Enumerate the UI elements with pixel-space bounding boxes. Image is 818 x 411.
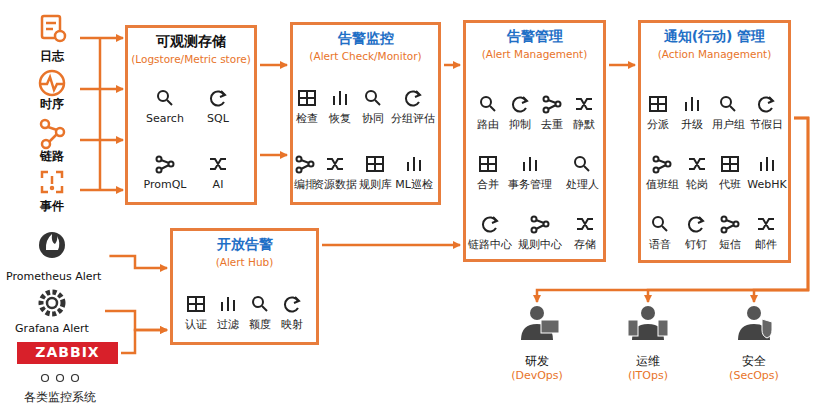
process-box: 告警管理 (Alert Management) <box>463 20 606 262</box>
flow-arrow <box>260 154 287 157</box>
node-subtitle: (DevOps) <box>511 369 563 383</box>
node-title: 链路 <box>40 149 64 164</box>
feature-label: 规则库 <box>359 178 392 191</box>
feature-label: 节假日 <box>750 118 783 131</box>
source-icon: 时序 <box>27 66 77 112</box>
feature-label: 轮岗 <box>686 178 708 191</box>
process-box: 通知(行动) 管理 (Action Management) <box>638 20 791 263</box>
node-title: 时序 <box>40 97 64 112</box>
node-subtitle: (Alert Check/Monitor) <box>309 50 421 63</box>
feature-label: 规则中心 <box>518 238 562 251</box>
role-icon: 研发(DevOps) <box>505 305 569 383</box>
source-icon: 日志 <box>27 12 77 64</box>
feature-label: 短信 <box>719 238 741 251</box>
flow-arrow <box>121 330 167 353</box>
feature-label: 语音 <box>649 238 671 251</box>
flow-arrow <box>80 88 123 91</box>
feature-label: 检查 <box>296 112 318 125</box>
source-icon: 链路 <box>27 116 77 164</box>
flow-arrow <box>609 64 635 67</box>
monitor-source: Grafana Alert <box>2 286 102 336</box>
feature-label: 额度 <box>249 318 271 331</box>
feature-label: 存储 <box>574 238 596 251</box>
feature-label: 协同 <box>362 112 384 125</box>
feature-label: 去重 <box>541 118 563 131</box>
flow-arrow <box>648 118 808 302</box>
feature-label: AI <box>213 178 224 191</box>
flow-arrow <box>80 37 123 40</box>
feature-label: 恢复 <box>329 112 351 125</box>
feature-label: 值班组 <box>646 178 679 191</box>
feature-label: 静默 <box>573 118 595 131</box>
node-title: ZABBIX <box>35 344 99 362</box>
feature-label: 抑制 <box>509 118 531 131</box>
feature-label: WebHK <box>747 178 786 191</box>
feature-label: 处理人 <box>566 178 599 191</box>
flow-arrow <box>80 139 123 142</box>
role-icon: 安全(SecOps) <box>720 305 788 383</box>
feature-label: Search <box>146 112 184 125</box>
feature-label: 映射 <box>281 318 303 331</box>
node-subtitle: (Action Management) <box>658 48 772 61</box>
feature-label: 用户组 <box>712 118 745 131</box>
flow-arrow <box>109 256 167 268</box>
flow-arrow <box>105 311 167 330</box>
flow-arrow <box>754 118 808 302</box>
node-title: 事件 <box>40 199 64 214</box>
node-title: 安全 <box>742 354 766 369</box>
node-title: 告警监控 <box>338 30 394 48</box>
role-icon: 运维(ITOps) <box>616 305 680 383</box>
feature-label: 合并 <box>477 178 499 191</box>
feature-label: 资源数据 <box>313 178 357 191</box>
feature-label: 路由 <box>477 118 499 131</box>
node-title: Grafana Alert <box>15 322 89 336</box>
node-title: 通知(行动) 管理 <box>664 28 766 46</box>
flow-arrow <box>80 189 123 192</box>
flow-arrow <box>260 64 287 67</box>
node-subtitle: (SecOps) <box>729 369 779 383</box>
feature-label: 分派 <box>647 118 669 131</box>
feature-label: 链路中心 <box>468 238 512 251</box>
source-icons <box>40 16 65 192</box>
node-subtitle: (ITOps) <box>628 369 668 383</box>
feature-label: 分组评估 <box>391 112 435 125</box>
node-subtitle: (Alert Management) <box>482 48 588 61</box>
feature-label: 事务管理 <box>508 178 552 191</box>
node-title: 可观测存储 <box>156 33 226 51</box>
group-label: 各类监控系统 <box>24 390 96 404</box>
people-icons <box>521 306 772 340</box>
node-subtitle: (Alert Hub) <box>216 256 274 269</box>
feature-label: 邮件 <box>755 238 777 251</box>
feature-label: 升级 <box>681 118 703 131</box>
feature-label: 认证 <box>185 318 207 331</box>
node-subtitle: (Logstore/Metric store) <box>131 53 251 66</box>
feature-label: 编排 <box>294 178 316 191</box>
node-title: 日志 <box>40 49 64 64</box>
merge-bar <box>99 38 102 190</box>
monitor-source: ZABBIX <box>17 342 118 364</box>
feature-label: PromQL <box>144 178 187 191</box>
feature-label: SQL <box>207 112 229 125</box>
feature-label: 代班 <box>719 178 741 191</box>
feature-label: 过滤 <box>217 318 239 331</box>
connector-layer <box>80 38 808 353</box>
node-title: 研发 <box>525 354 549 369</box>
node-title: Prometheus Alert <box>6 270 101 284</box>
flow-arrow <box>322 244 460 247</box>
node-title: 开放告警 <box>217 236 273 254</box>
flow-arrow <box>537 118 808 302</box>
source-icon: 事件 <box>27 166 77 214</box>
feature-label: 钉钉 <box>685 238 707 251</box>
node-title: 告警管理 <box>507 28 563 46</box>
node-title: 运维 <box>636 354 660 369</box>
feature-label: ML巡检 <box>395 178 433 191</box>
monitor-source: Prometheus Alert <box>1 228 106 284</box>
flow-arrow <box>444 64 460 67</box>
